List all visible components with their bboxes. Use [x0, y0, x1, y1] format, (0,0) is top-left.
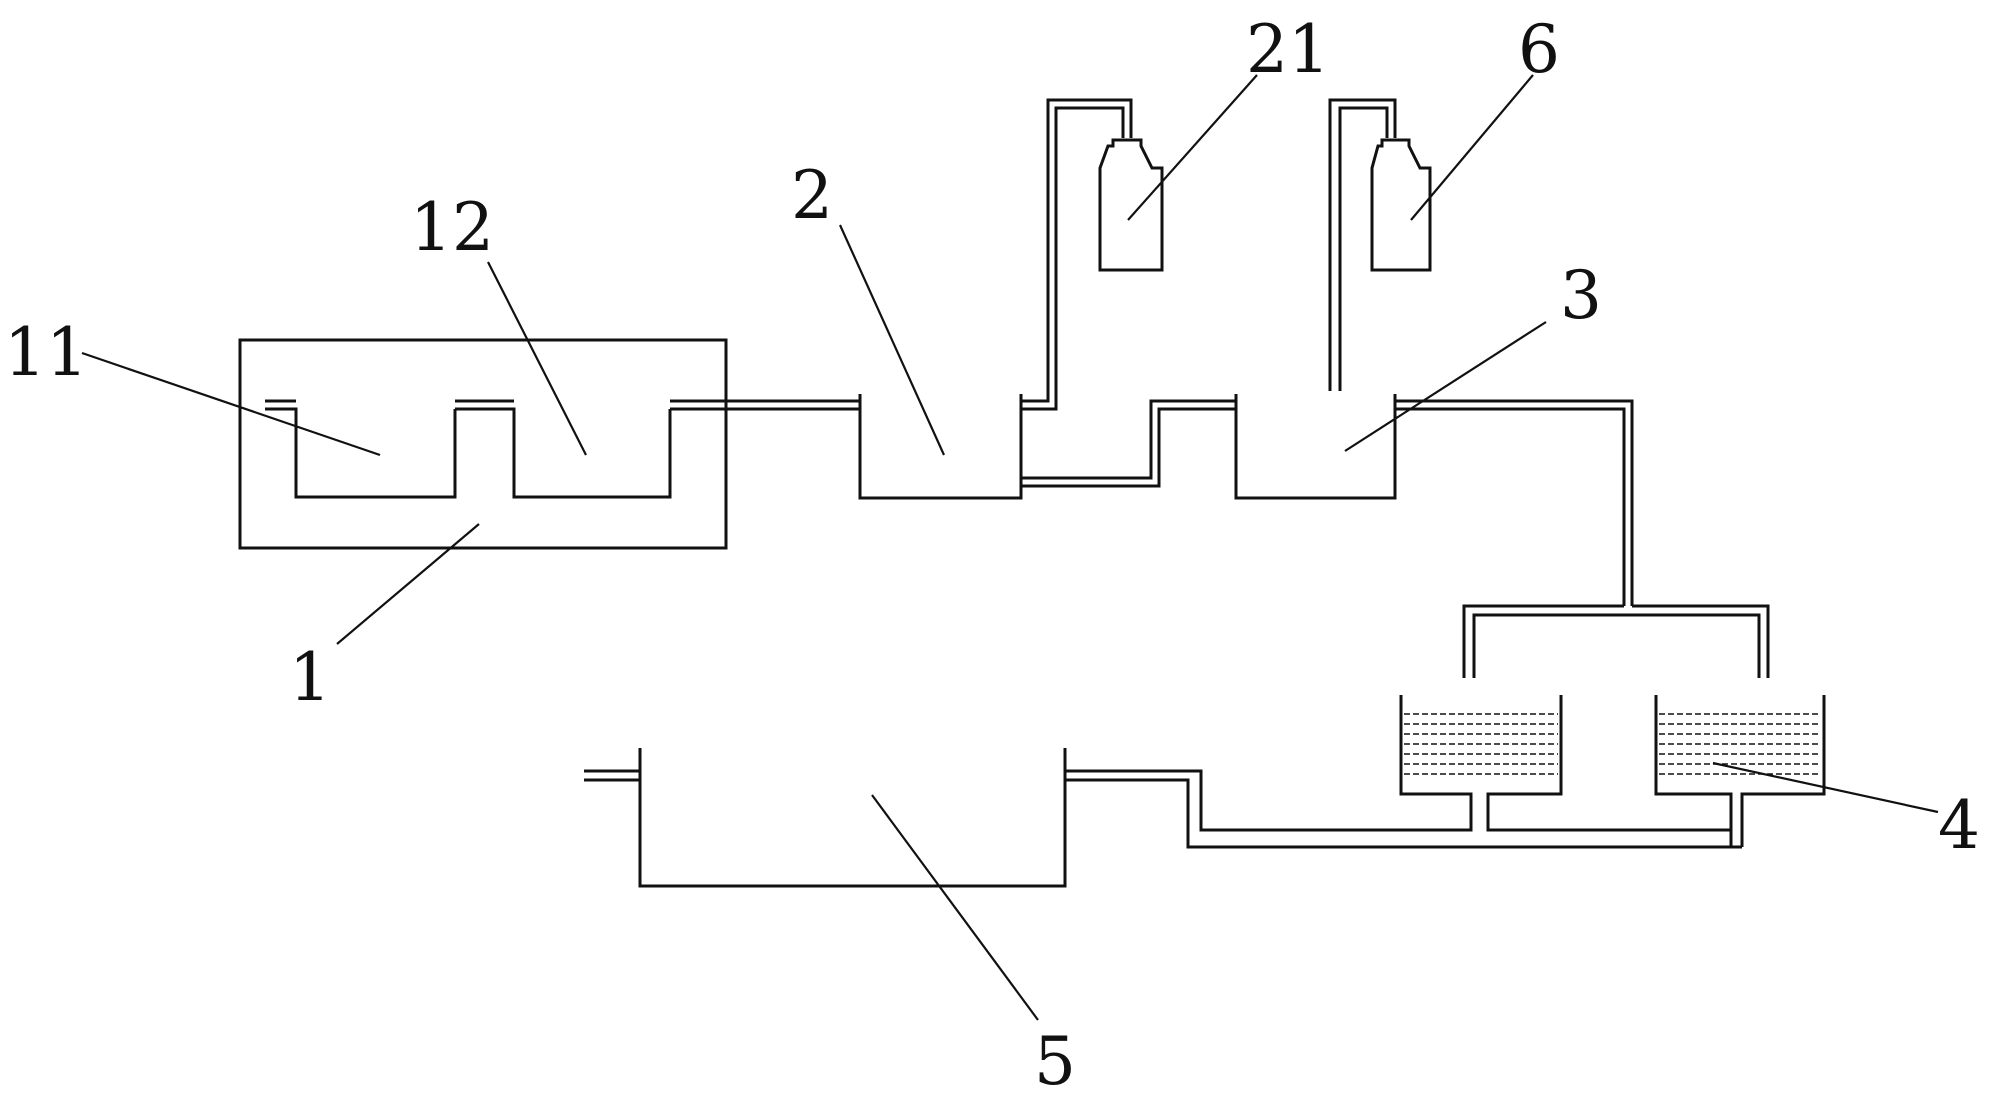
pipe-1-to-2 — [670, 399, 860, 411]
label-1: 1 — [289, 639, 331, 716]
pipe-4-to-5 — [1065, 769, 1742, 849]
dosing-device-21 — [1098, 138, 1164, 272]
tank-5 — [584, 748, 1067, 888]
label-4: 4 — [1938, 787, 1980, 864]
label-2: 2 — [791, 157, 833, 234]
dosing-device-6 — [1370, 138, 1432, 272]
tank-12 — [455, 399, 732, 499]
dosing-line-6 — [1328, 98, 1397, 391]
label-12: 12 — [410, 189, 494, 266]
label-5: 5 — [1034, 1023, 1076, 1100]
label-11: 11 — [4, 314, 88, 391]
tank-11 — [265, 399, 457, 499]
label-21: 21 — [1246, 11, 1330, 88]
filter-tank-4b — [1654, 695, 1826, 847]
filter-tank-4a — [1399, 695, 1563, 818]
leader-lines — [81, 74, 1939, 1021]
unit-1-housing — [238, 338, 728, 550]
dosing-line-21 — [1021, 98, 1133, 411]
label-3: 3 — [1560, 257, 1602, 334]
tank-3 — [1234, 394, 1397, 500]
pipe-3-to-4 — [1395, 399, 1770, 678]
tank-2 — [858, 394, 1023, 500]
filter-media — [1404, 713, 1821, 775]
label-6: 6 — [1518, 11, 1560, 88]
